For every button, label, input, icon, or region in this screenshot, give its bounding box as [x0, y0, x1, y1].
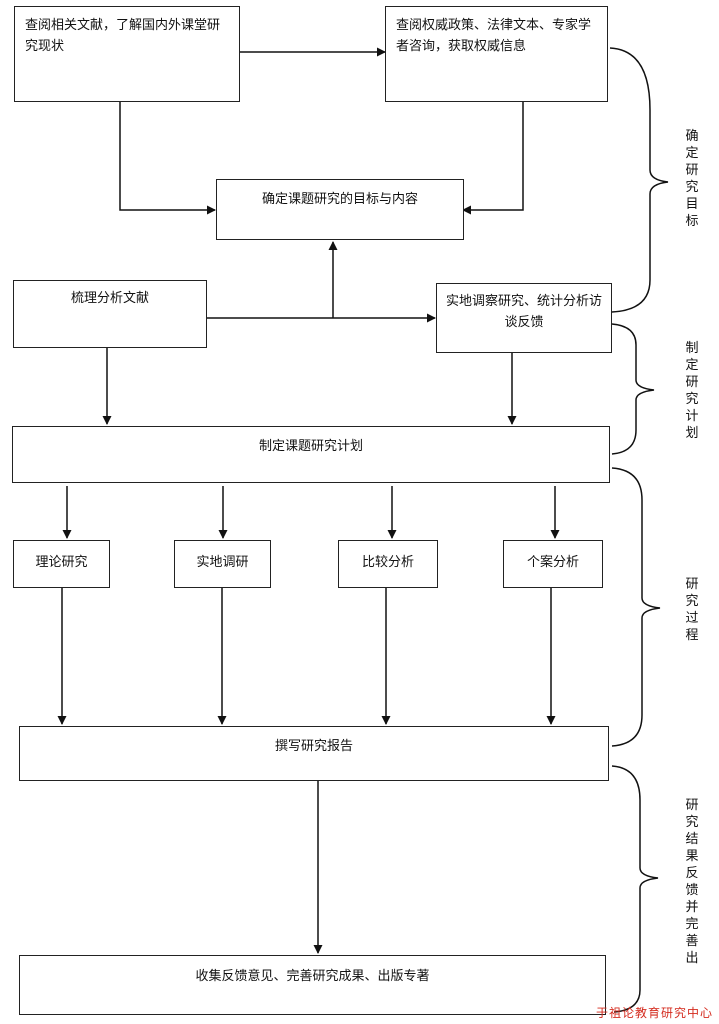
brace-stage-4	[611, 765, 659, 1013]
box-plan: 制定课题研究计划	[12, 426, 610, 483]
stage-label-2: 制定研究计划	[685, 341, 699, 441]
brace-stage-3	[611, 467, 661, 747]
box-case: 个案分析	[503, 540, 603, 588]
box-compare: 比较分析	[338, 540, 438, 588]
box-collect-text: 收集反馈意见、完善研究成果、出版专著	[195, 969, 430, 984]
box-analyze-text: 梳理分析文献	[70, 291, 149, 306]
stage-label-1: 确定研究目标	[685, 129, 699, 229]
box-theory: 理论研究	[13, 540, 110, 588]
box-analyze: 梳理分析文献	[13, 280, 207, 348]
box-report: 撰写研究报告	[19, 726, 609, 781]
brace-stage-2	[611, 323, 655, 455]
brace-stage-1	[609, 47, 669, 313]
box-survey: 实地调察研究、统计分析访谈反馈	[436, 283, 612, 353]
box-field: 实地调研	[174, 540, 271, 588]
box-goal-text: 确定课题研究的目标与内容	[261, 192, 418, 207]
box-report-text: 撰写研究报告	[274, 739, 353, 754]
box-theory-text: 理论研究	[35, 555, 88, 570]
box-policy: 查阅权威政策、法律文本、专家学者咨询，获取权威信息	[385, 6, 608, 102]
box-goal: 确定课题研究的目标与内容	[216, 179, 464, 240]
stage-label-4: 研究结果反馈并完善出	[685, 798, 699, 966]
box-survey-text: 实地调察研究、统计分析访谈反馈	[445, 294, 602, 330]
box-literature: 查阅相关文献，了解国内外课堂研究现状	[14, 6, 240, 102]
box-case-text: 个案分析	[526, 555, 579, 570]
box-compare-text: 比较分析	[361, 555, 414, 570]
arrow-literature-goal	[119, 102, 216, 215]
watermark: 于祖论教育研究中心	[595, 1006, 713, 1020]
box-plan-text: 制定课题研究计划	[258, 439, 363, 454]
box-literature-text: 查阅相关文献，了解国内外课堂研究现状	[25, 18, 221, 54]
box-collect: 收集反馈意见、完善研究成果、出版专著	[19, 955, 606, 1015]
arrow-policy-goal	[462, 102, 524, 215]
stage-label-3: 研究过程	[685, 577, 699, 643]
box-policy-text: 查阅权威政策、法律文本、专家学者咨询，获取权威信息	[396, 18, 592, 54]
box-field-text: 实地调研	[196, 555, 249, 570]
